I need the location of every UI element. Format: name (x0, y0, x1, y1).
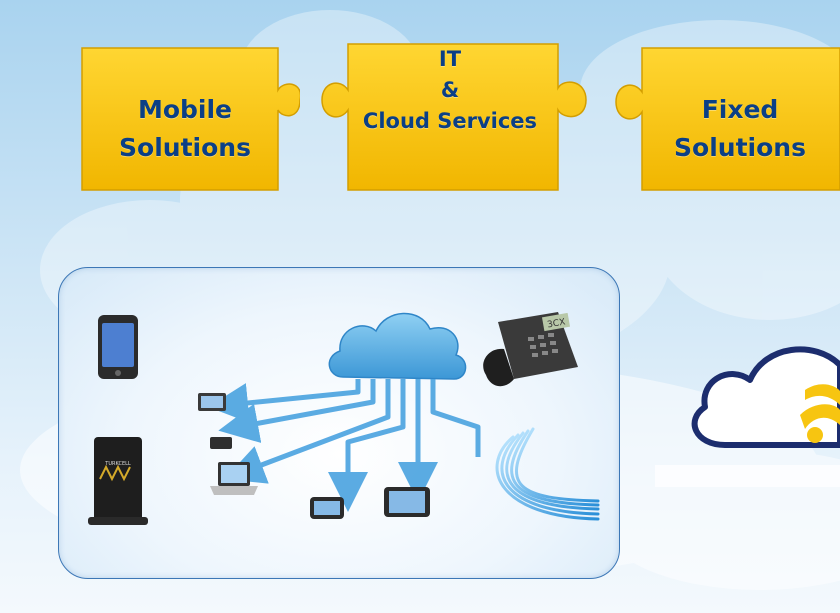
network-illustration: TURKCELL 3CX (88, 312, 600, 525)
cloud-logo-icon (655, 346, 840, 487)
puzzle-piece-it-cloud (321, 43, 587, 191)
central-cloud-icon (328, 312, 467, 380)
fiber-optic-icon (495, 427, 600, 521)
mobile-device-icon (310, 497, 344, 519)
mobile-line1: Mobile (137, 95, 233, 124)
mobile-solutions-label: Mobile Solutions (95, 91, 275, 167)
fixed-line1: Fixed (701, 95, 779, 124)
fixed-solutions-label: Fixed Solutions (650, 91, 830, 167)
it-line1: IT (438, 47, 462, 71)
tablet-icon (384, 487, 430, 517)
it-line3: Cloud Services (362, 109, 538, 133)
puzzle-piece-mobile (81, 47, 300, 191)
small-phone-icon (210, 437, 232, 449)
smartphone-icon (98, 315, 138, 379)
fixed-line2: Solutions (674, 133, 806, 162)
puzzle-piece-fixed (615, 47, 840, 191)
it-cloud-label: IT & Cloud Services (340, 44, 560, 137)
laptop-icon (210, 462, 258, 495)
desk-phone-icon: 3CX (483, 312, 578, 387)
it-line2: & (440, 78, 460, 102)
mobile-line2: Solutions (119, 133, 251, 162)
router-icon: TURKCELL (88, 437, 148, 525)
router-label: TURKCELL (104, 461, 131, 467)
phone-display-label: 3CX (547, 317, 567, 330)
desktop-icon (198, 393, 226, 411)
